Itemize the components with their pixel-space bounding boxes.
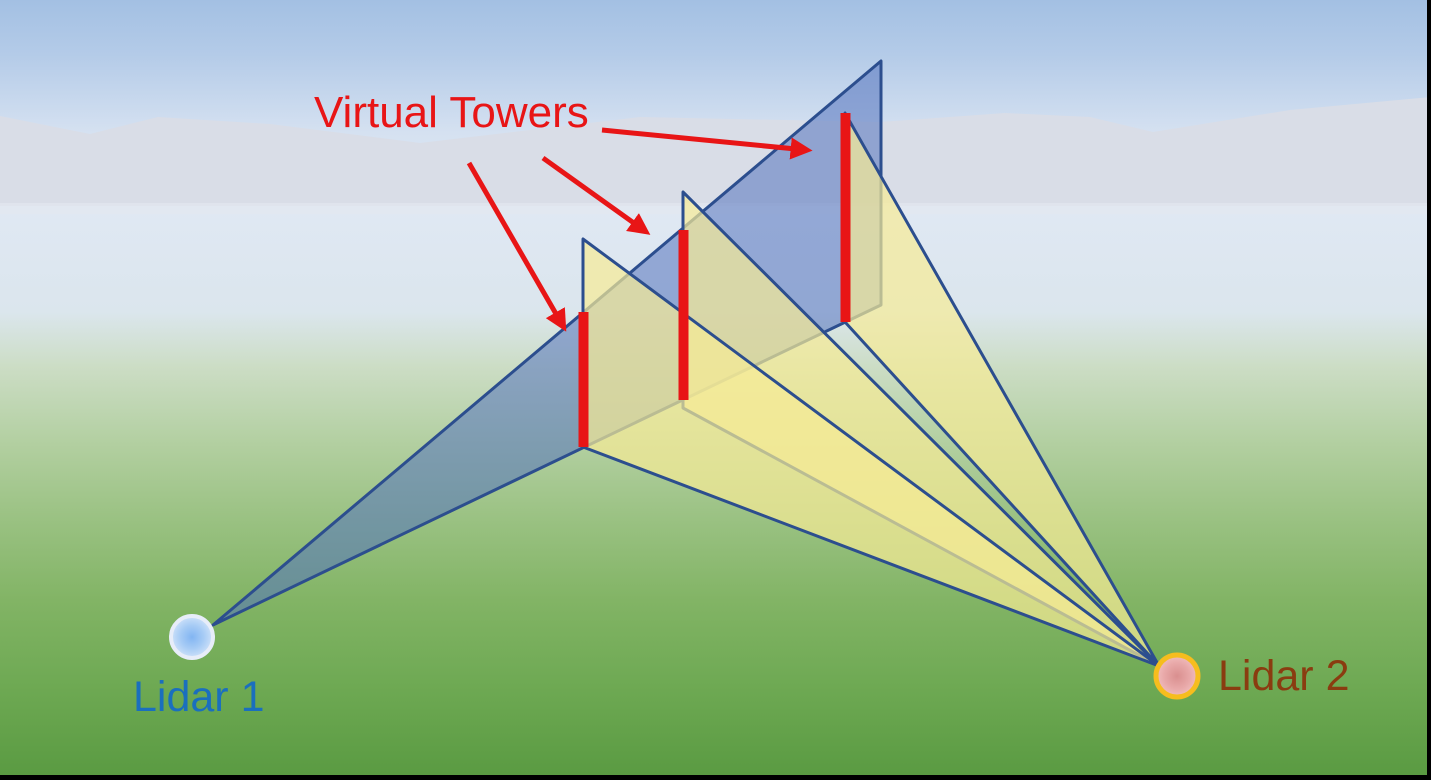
lidar1-marker	[169, 614, 215, 660]
arrow-to-tower-1	[466, 161, 567, 332]
lidar1-label: Lidar 1	[133, 673, 264, 721]
mountain-range	[0, 97, 1431, 206]
virtual-towers-label: Virtual Towers	[314, 88, 589, 137]
lidar2-label: Lidar 2	[1218, 652, 1349, 700]
lidar2-marker	[1153, 652, 1201, 700]
figure-border-bottom	[0, 775, 1431, 780]
arrow-to-tower-3	[601, 127, 813, 160]
arrow-to-tower-2	[541, 155, 651, 235]
figure-border-right	[1427, 0, 1431, 780]
